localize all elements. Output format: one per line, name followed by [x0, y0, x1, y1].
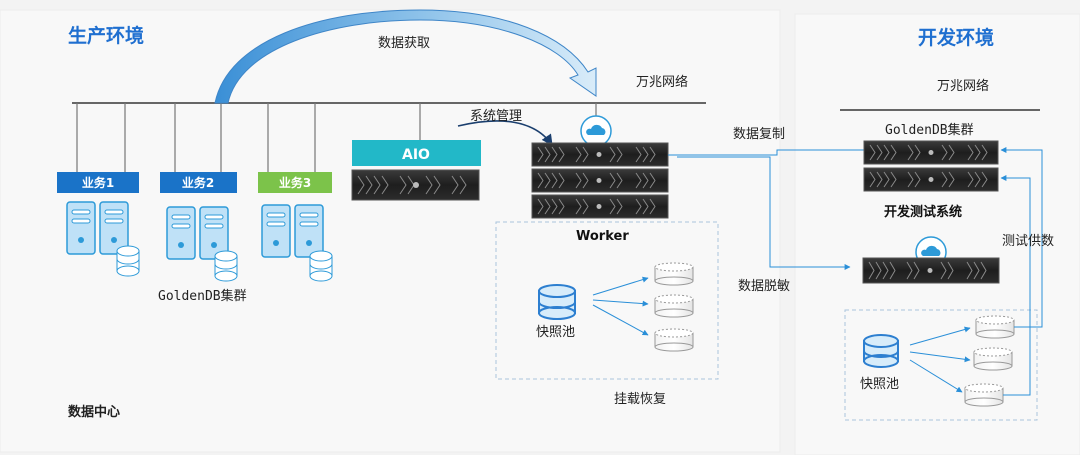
aio-rack-server-icon	[351, 169, 480, 201]
server-group-3	[261, 204, 333, 282]
prod-snapshot-arrows	[592, 276, 649, 336]
sys-mgmt-arrow	[457, 120, 553, 146]
dev-goldendb-label: GoldenDB集群	[885, 122, 974, 138]
snapshot-disk-icon	[654, 294, 694, 318]
dev-network-label: 万兆网络	[937, 78, 989, 94]
database-icon	[214, 250, 238, 282]
server-group-1	[66, 201, 140, 277]
biz2-badge	[160, 172, 237, 193]
tower-server-icon	[66, 201, 96, 255]
biz2-label: 业务2	[182, 175, 214, 190]
test-supply-label: 测试供数	[1002, 234, 1054, 249]
aio-badge	[352, 140, 481, 166]
prod-snapshot-pool-label: 快照池	[536, 325, 575, 340]
data-fetch-arrow	[214, 9, 597, 104]
test-supply-line-1	[1000, 147, 1043, 328]
dev-test-system-label: 开发测试系统	[884, 204, 962, 220]
mount-restore-label: 挂载恢复	[614, 392, 666, 407]
dev-rack-server-icon	[863, 140, 999, 165]
dev-snapshot-pool-label: 快照池	[860, 377, 899, 392]
tower-server-icon	[199, 206, 229, 260]
worker-cloud-icon	[580, 115, 612, 147]
worker-rack-server-icon	[531, 142, 669, 167]
prod-snapshot-pool-icon	[538, 284, 576, 320]
dev-snapshot-pool-icon	[863, 334, 899, 368]
snapshot-disk-icon	[654, 262, 694, 286]
biz1-badge	[57, 172, 139, 193]
tower-server-icon	[166, 206, 196, 260]
dev-snapshot-box	[844, 309, 1038, 421]
dev-panel	[794, 13, 1080, 455]
biz3-badge	[258, 172, 332, 193]
data-mask-label: 数据脱敏	[738, 279, 790, 294]
dev-snapshot-arrows	[909, 326, 971, 393]
dev-title: 开发环境	[918, 26, 994, 49]
database-icon	[309, 250, 333, 282]
prod-snapshot-box	[495, 221, 719, 380]
datacenter-label: 数据中心	[68, 404, 120, 420]
worker-label: Worker	[576, 229, 629, 244]
prod-goldendb-label: GoldenDB集群	[158, 288, 247, 304]
prod-snapshot-disks	[654, 262, 694, 352]
snapshot-disk-icon	[964, 383, 1004, 407]
drop-lines	[76, 103, 597, 172]
database-icon	[116, 245, 140, 277]
production-panel	[0, 9, 781, 453]
server-group-2	[166, 206, 238, 282]
sys-mgmt-label: 系统管理	[470, 109, 522, 124]
snapshot-disk-icon	[973, 347, 1013, 371]
worker-rack-server-icon	[531, 194, 669, 219]
prod-title: 生产环境	[68, 24, 144, 47]
biz1-label: 业务1	[82, 175, 114, 190]
tower-server-icon	[261, 204, 291, 258]
tower-server-icon	[294, 204, 324, 258]
aio-label: AIO	[402, 147, 430, 163]
prod-network-label: 万兆网络	[636, 74, 688, 90]
data-fetch-label: 数据获取	[378, 36, 430, 51]
test-supply-line-2	[1000, 175, 1031, 396]
dev-mask-rack-server-icon	[862, 257, 1000, 284]
tower-server-icon	[99, 201, 129, 255]
worker-rack-server-icon	[531, 168, 669, 193]
biz3-label: 业务3	[279, 175, 311, 190]
data-mask-line	[677, 156, 851, 270]
snapshot-disk-icon	[654, 328, 694, 352]
dev-rack-server-icon	[863, 167, 999, 192]
snapshot-disk-icon	[975, 315, 1015, 339]
data-copy-label: 数据复制	[733, 127, 785, 142]
dev-snapshot-disks	[964, 315, 1015, 407]
